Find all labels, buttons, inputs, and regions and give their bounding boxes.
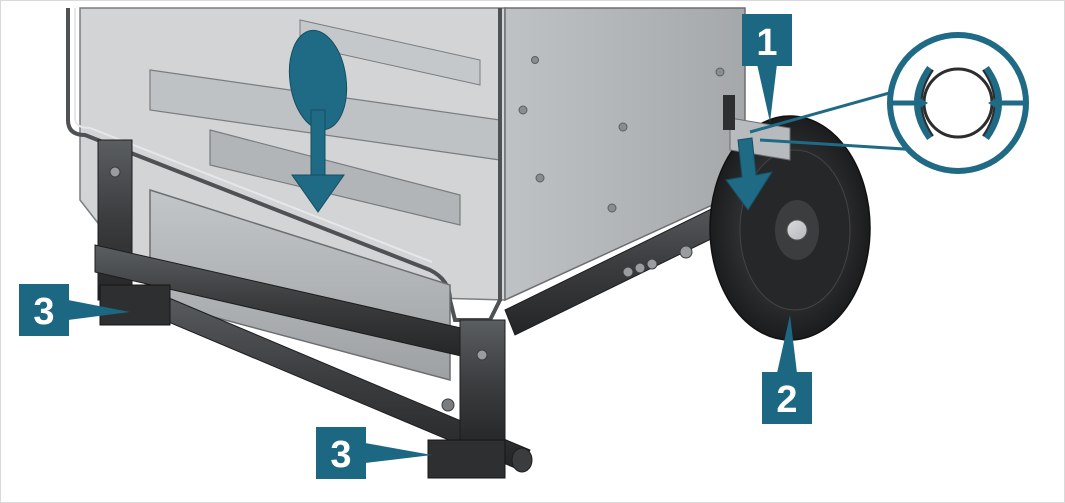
callout-3a: 3 [19, 284, 130, 336]
callout-1-label: 1 [756, 22, 777, 64]
down-arrow-icon [725, 137, 774, 211]
detail-zoom-icon [749, 32, 1029, 174]
callout-2: 2 [762, 315, 812, 424]
callout-3b: 3 [316, 427, 432, 479]
callout-3a-label: 3 [33, 291, 54, 333]
callout-1: 1 [742, 14, 792, 122]
chassis-frame [94, 139, 761, 479]
callout-2-label: 2 [776, 379, 797, 421]
clip-ring-icon [893, 65, 1023, 141]
callout-3b-label: 3 [330, 434, 351, 476]
down-arrow-icon [288, 29, 348, 213]
cabinet-body [66, 7, 746, 381]
